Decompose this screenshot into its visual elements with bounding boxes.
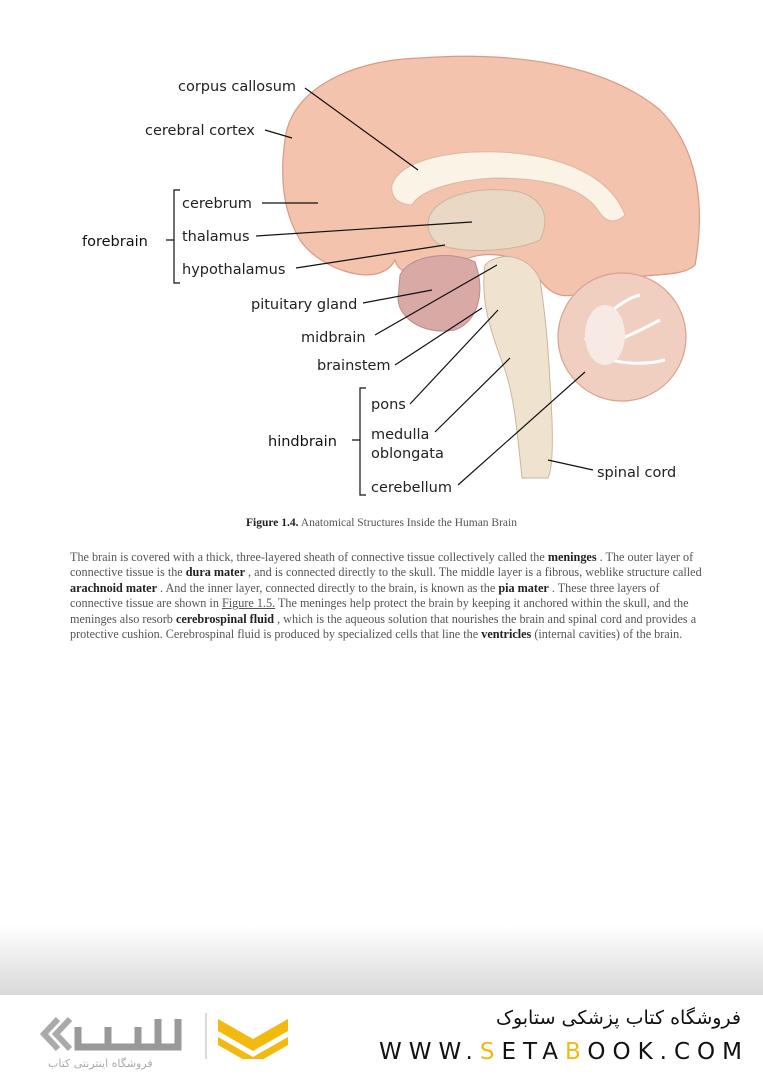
figure-number: Figure 1.4. xyxy=(246,517,299,529)
brain-anatomy-figure: corpus callosum cerebral cortex forebrai… xyxy=(82,55,701,496)
text: . These three layers of connective tissu… xyxy=(70,580,660,611)
term-arachnoid-mater: arachnoid mater xyxy=(70,580,157,595)
label-pons: pons xyxy=(371,397,406,413)
url-part: OOK.COM xyxy=(587,1039,749,1065)
label-oblongata: oblongata xyxy=(371,446,444,462)
text: (internal cavities) of the brain. xyxy=(531,627,683,642)
corpus-callosum-shape xyxy=(391,151,626,222)
logo-subtitle: فروشگاه اینترنتی کتاب xyxy=(48,1057,153,1070)
figure-caption-text: Anatomical Structures Inside the Human B… xyxy=(300,517,517,529)
url-accent-s: S xyxy=(479,1039,502,1065)
thalamus-shape xyxy=(427,189,546,251)
footer-banner: فروشگاه اینترنتی کتاب فروشگاه کتاب پزشکی… xyxy=(0,995,763,1080)
term-meninges: meninges xyxy=(547,550,597,564)
term-pia-mater: pia mater xyxy=(498,580,549,595)
label-hypothalamus: hypothalamus xyxy=(182,262,285,278)
cerebellum-arbor-core xyxy=(585,305,625,365)
figure-caption: Figure 1.4. Anatomical Structures Inside… xyxy=(0,517,763,529)
brainstem-shape xyxy=(483,256,553,479)
label-pituitary-gland: pituitary gland xyxy=(251,297,357,313)
term-cerebrospinal-fluid: cerebrospinal fluid xyxy=(175,611,275,626)
label-cerebellum: cerebellum xyxy=(371,480,452,496)
url-part: WWW. xyxy=(378,1039,480,1065)
label-medulla: medulla xyxy=(371,427,429,443)
website-url[interactable]: WWW.SETABOOK.COM xyxy=(379,1039,749,1065)
term-dura-mater: dura mater xyxy=(185,565,245,580)
body-paragraph: The brain is covered with a thick, three… xyxy=(70,550,710,642)
hindbrain-bracket xyxy=(352,387,366,496)
label-cerebrum: cerebrum xyxy=(182,196,252,212)
setabook-logo xyxy=(39,1013,288,1059)
label-brainstem: brainstem xyxy=(317,358,391,374)
text: , and is connected directly to the skull… xyxy=(245,565,702,580)
footer-shadow xyxy=(0,925,763,995)
leader-lines xyxy=(255,87,594,486)
label-spinal-cord: spinal cord xyxy=(597,465,676,481)
figure-link[interactable]: Figure 1.5. xyxy=(221,596,276,611)
text: . And the inner layer, connected directl… xyxy=(157,580,499,595)
term-ventricles: ventricles xyxy=(481,627,532,642)
label-thalamus: thalamus xyxy=(182,229,250,245)
label-forebrain: forebrain xyxy=(82,234,148,250)
text: , which is the aqueous solution that nou… xyxy=(70,611,697,642)
forebrain-bracket xyxy=(166,189,180,284)
brain-illustration xyxy=(282,55,701,479)
label-cerebral-cortex: cerebral cortex xyxy=(145,123,255,139)
label-midbrain: midbrain xyxy=(301,330,366,346)
label-hindbrain: hindbrain xyxy=(268,434,337,450)
text: The brain is covered with a thick, three… xyxy=(70,550,548,564)
label-corpus-callosum: corpus callosum xyxy=(178,79,296,95)
url-part: ETA xyxy=(501,1039,566,1065)
store-title: فروشگاه کتاب پزشکی ستابوک xyxy=(495,1007,741,1029)
pituitary-shape xyxy=(397,255,481,332)
url-accent-b: B xyxy=(565,1039,588,1065)
text: The meninges help protect the brain by k… xyxy=(70,596,689,626)
text: . The outer layer of connective tissue i… xyxy=(70,550,694,580)
